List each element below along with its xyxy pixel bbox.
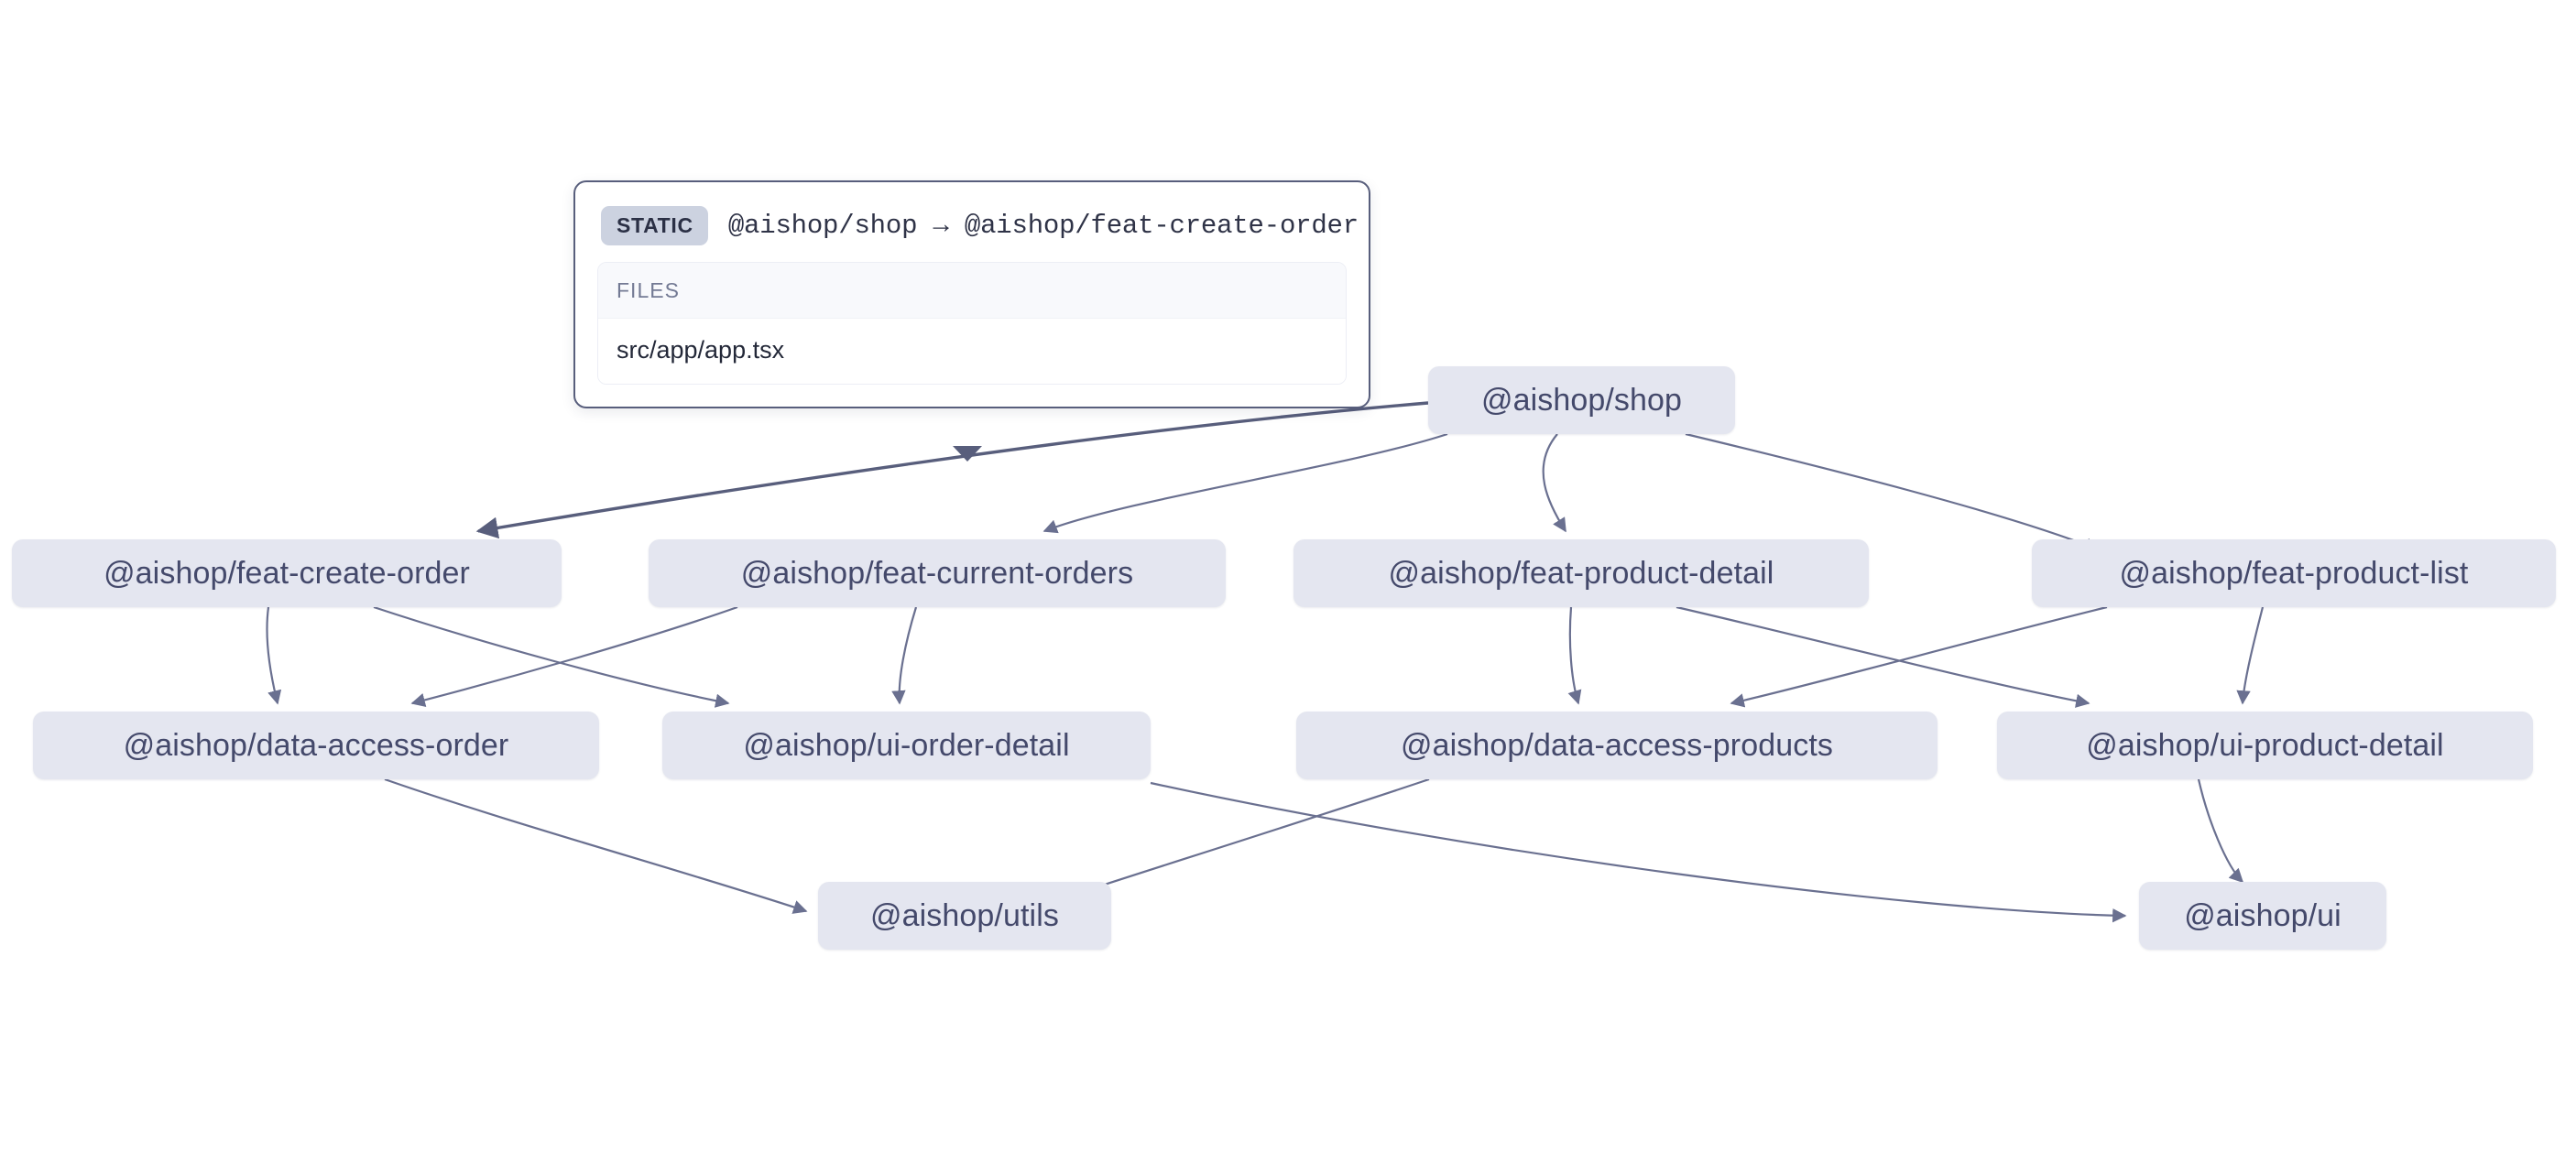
- node-label: @aishop/data-access-order: [123, 727, 509, 763]
- files-panel-header: FILES: [598, 263, 1346, 319]
- node-label: @aishop/ui: [2184, 897, 2341, 933]
- node-utils[interactable]: @aishop/utils: [818, 882, 1111, 950]
- edge-detail-label: @aishop/shop → @aishop/feat-create-order: [727, 211, 1359, 241]
- node-feat-product-list[interactable]: @aishop/feat-product-list: [2032, 539, 2556, 607]
- node-label: @aishop/feat-current-orders: [740, 555, 1134, 591]
- edge-feat-create-order-to-data-access-order: [266, 606, 282, 705]
- file-list-item[interactable]: src/app/app.tsx: [598, 319, 1346, 384]
- node-data-access-products[interactable]: @aishop/data-access-products: [1296, 712, 1937, 779]
- edge-data-access-order-to-utils: [384, 777, 808, 914]
- node-label: @aishop/feat-create-order: [104, 555, 470, 591]
- node-label: @aishop/data-access-products: [1401, 727, 1833, 763]
- node-shop[interactable]: @aishop/shop: [1428, 366, 1735, 434]
- node-label: @aishop/utils: [870, 897, 1059, 933]
- edge-detail-header: STATIC @aishop/shop → @aishop/feat-creat…: [597, 202, 1359, 262]
- edge-feat-current-orders-to-data-access-order: [410, 605, 738, 707]
- node-feat-current-orders[interactable]: @aishop/feat-current-orders: [649, 539, 1226, 607]
- edge-data-access-products-to-utils: [1077, 777, 1430, 896]
- node-ui-product-detail[interactable]: @aishop/ui-product-detail: [1997, 712, 2533, 779]
- edge-detail-card: STATIC @aishop/shop → @aishop/feat-creat…: [573, 180, 1370, 408]
- card-pointer-triangle: [953, 446, 982, 462]
- edge-feat-current-orders-to-ui-order-detail: [891, 606, 918, 705]
- node-label: @aishop/feat-product-list: [2119, 555, 2469, 591]
- edge-feat-create-order-to-ui-order-detail: [373, 605, 730, 708]
- edge-feat-product-list-to-data-access-products: [1730, 605, 2108, 708]
- edge-ui-order-detail-to-ui: [1150, 781, 2127, 923]
- node-data-access-order[interactable]: @aishop/data-access-order: [33, 712, 599, 779]
- node-label: @aishop/ui-product-detail: [2086, 727, 2444, 763]
- files-panel: FILES src/app/app.tsx: [597, 262, 1347, 385]
- node-label: @aishop/shop: [1480, 382, 1683, 418]
- node-feat-product-detail[interactable]: @aishop/feat-product-detail: [1293, 539, 1869, 607]
- edge-shop-to-feat-create-order: [475, 401, 1429, 539]
- edge-feat-product-detail-to-data-access-products: [1567, 606, 1582, 705]
- node-label: @aishop/ui-order-detail: [743, 727, 1070, 763]
- node-ui[interactable]: @aishop/ui: [2139, 882, 2386, 950]
- node-ui-order-detail[interactable]: @aishop/ui-order-detail: [662, 712, 1151, 779]
- node-label: @aishop/feat-product-detail: [1388, 555, 1774, 591]
- edge-shop-to-feat-product-detail: [1542, 433, 1566, 533]
- edge-shop-to-feat-current-orders: [1042, 432, 1448, 534]
- edge-feat-product-list-to-ui-product-detail: [2236, 606, 2265, 705]
- edge-feat-product-detail-to-ui-product-detail: [1675, 605, 2090, 708]
- edge-ui-product-detail-to-ui: [2197, 778, 2244, 884]
- node-feat-create-order[interactable]: @aishop/feat-create-order: [12, 539, 562, 607]
- static-badge: STATIC: [601, 206, 708, 245]
- edge-shop-to-feat-product-list: [1685, 432, 2100, 552]
